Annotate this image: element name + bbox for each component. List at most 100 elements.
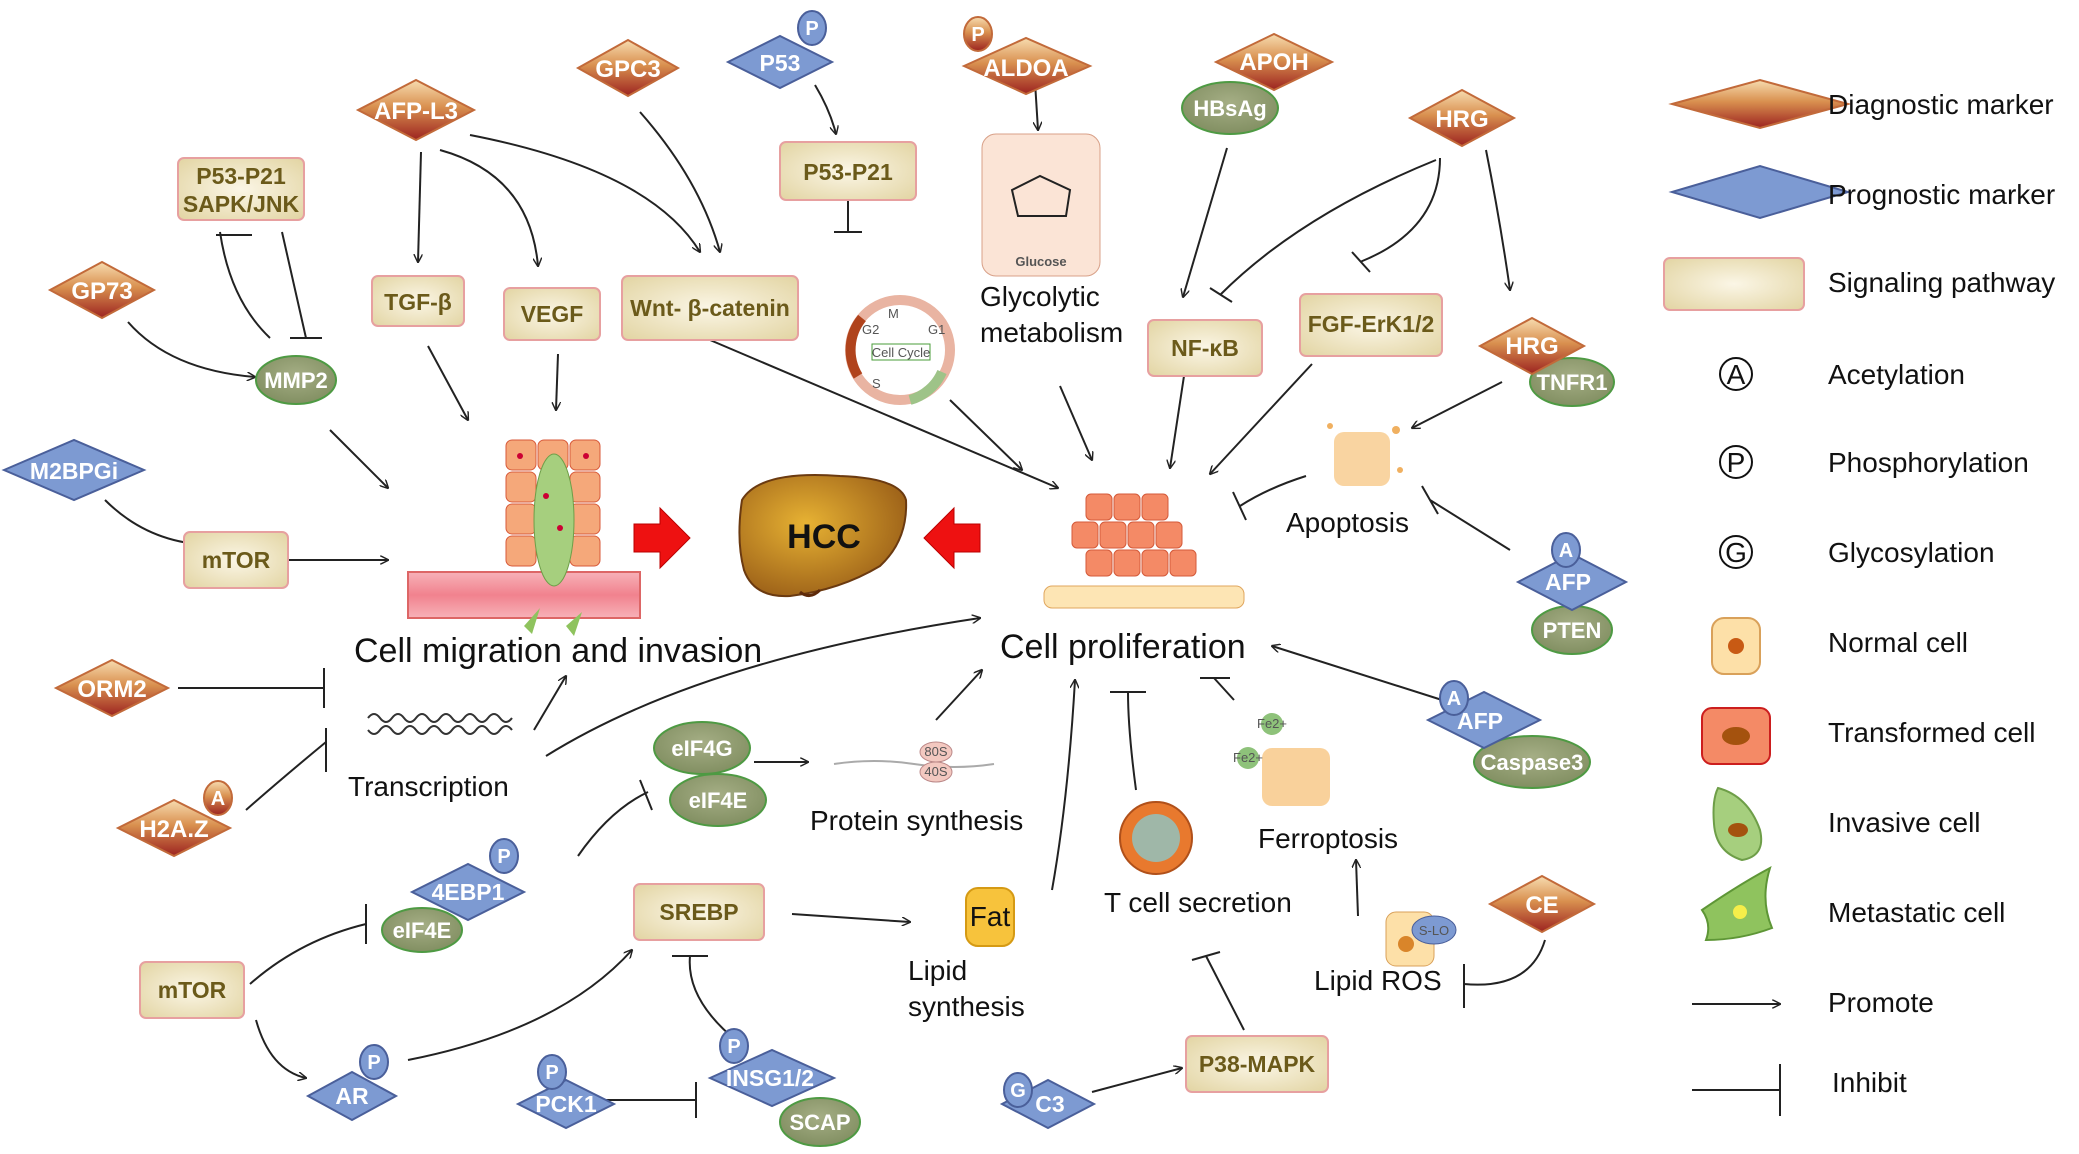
cycle-m: M: [888, 306, 899, 321]
diag-h2az: H2A.Z: [115, 798, 233, 858]
svg-text:HRG: HRG: [1505, 333, 1558, 360]
svg-text:Prognostic marker: Prognostic marker: [1828, 179, 2055, 210]
edge-tnfr1-apop: [1412, 381, 1503, 428]
edge-orm2-mig: [178, 668, 325, 708]
ferroptosis-cell: Fe2+ Fe2+: [1233, 713, 1330, 806]
svg-text:Inhibit: Inhibit: [1832, 1067, 1907, 1098]
ellipse-mmp2: MMP2: [255, 355, 337, 405]
edge-afpcasp-prol: [1272, 646, 1443, 701]
edge-wnt-prol: [709, 339, 1058, 488]
svg-text:SAPK/JNK: SAPK/JNK: [183, 191, 300, 217]
edge-mtor-4ebp1: [249, 904, 367, 985]
svg-text:PTEN: PTEN: [1543, 618, 1602, 643]
glycolytic-line1: Glycolytic: [980, 281, 1100, 312]
edge-cycle-prol: [949, 399, 1022, 470]
ribosome-80s: 80S: [924, 744, 947, 759]
svg-text:AFP: AFP: [1457, 708, 1503, 734]
cycle-s: S: [872, 376, 881, 391]
ellipse-scap: SCAP: [779, 1097, 861, 1147]
diagnostic-markers: AFP-L3 GPC3 ALDOA APOH HRG HRG GP73 ORM: [47, 32, 1597, 934]
prog-ar: AR: [305, 1070, 399, 1122]
edges: [104, 81, 1546, 1118]
edge-hrg-nfkb: [1209, 159, 1437, 303]
svg-text:Transformed cell: Transformed cell: [1828, 717, 2035, 748]
proliferation-cell-cluster: [1043, 493, 1245, 609]
lipid-synthesis-line1: Lipid: [908, 955, 967, 986]
diag-hrg-top: HRG: [1407, 88, 1517, 148]
ribosome: 80S 40S: [833, 741, 995, 783]
cell-migration-label: Cell migration and invasion: [354, 632, 762, 670]
svg-text:P: P: [545, 1062, 558, 1084]
t-cell: [1119, 801, 1193, 875]
svg-text:mTOR: mTOR: [158, 977, 227, 1003]
svg-text:SREBP: SREBP: [659, 899, 738, 925]
edge-hbsag-nfkb: [1183, 147, 1228, 297]
svg-text:ORM2: ORM2: [77, 676, 146, 703]
pathway-srebp: SREBP: [633, 883, 765, 941]
apoptosis-cell: [1327, 423, 1403, 486]
diag-gpc3: GPC3: [575, 38, 681, 98]
cycle-g1: G1: [928, 322, 945, 337]
h2az-acetyl-badge: A: [203, 780, 233, 816]
svg-text:P: P: [497, 846, 510, 868]
ferroptosis-label: Ferroptosis: [1258, 823, 1398, 854]
svg-text:Caspase3: Caspase3: [1481, 750, 1584, 775]
legend: Diagnostic marker Prognostic marker Sign…: [1663, 78, 2055, 1116]
diag-aldoa: ALDOA: [961, 36, 1093, 96]
pathway-tgf-beta: TGF-β: [371, 275, 465, 327]
diag-hrg-lower: HRG: [1477, 316, 1587, 376]
svg-text:Signaling pathway: Signaling pathway: [1828, 267, 2055, 298]
svg-text:GP73: GP73: [71, 278, 132, 305]
glycolytic-line2: metabolism: [980, 317, 1123, 348]
pathway-vegf: VEGF: [503, 287, 601, 341]
edge-tcell-prol: [1110, 691, 1146, 791]
pathway-p38-mapk: P38-MAPK: [1185, 1035, 1329, 1093]
glucose-label: Glucose: [1015, 254, 1066, 269]
edge-ar-srebp: [407, 950, 632, 1061]
fe-ion-1: Fe2+: [1257, 716, 1287, 731]
hcc-liver: HCC: [738, 474, 908, 598]
aldoa-phospho-badge: P: [963, 16, 993, 52]
pathway-mtor-upper: mTOR: [183, 531, 289, 589]
edge-lipid-prol: [1051, 680, 1075, 891]
diag-apoh: APOH: [1213, 32, 1335, 92]
pathway-nf-kb: NF-κB: [1147, 319, 1263, 377]
red-arrow-right: [633, 506, 691, 570]
edge-ros-ferro: [1356, 860, 1358, 917]
pathway-mtor-lower: mTOR: [139, 961, 245, 1019]
lipid-ros-label: Lipid ROS: [1314, 965, 1442, 996]
edge-p53-p5321: [814, 84, 836, 134]
cell-cycle-label: Cell Cycle: [872, 345, 931, 360]
svg-text:APOH: APOH: [1239, 49, 1308, 76]
diag-ce: CE: [1487, 874, 1597, 934]
legend-signaling: Signaling pathway: [1663, 257, 2055, 311]
svg-text:VEGF: VEGF: [521, 301, 584, 327]
apoptosis-label: Apoptosis: [1286, 507, 1409, 538]
legend-invasive-cell: Invasive cell: [1712, 786, 1981, 862]
svg-text:P38-MAPK: P38-MAPK: [1199, 1051, 1316, 1077]
svg-text:P53-P21: P53-P21: [803, 159, 893, 185]
ellipse-eif4g: eIF4G: [653, 721, 751, 775]
cell-cycle: Cell Cycle G2 M G1 S: [845, 295, 955, 405]
svg-text:A: A: [1727, 359, 1746, 390]
tumor-cells: [505, 439, 601, 636]
prog-insg: INSG1/2: [707, 1048, 837, 1108]
legend-diagnostic: Diagnostic marker: [1668, 78, 2054, 130]
svg-text:Glycosylation: Glycosylation: [1828, 537, 1995, 568]
edge-gp73-mmp2: [127, 321, 255, 377]
fe-ion-2: Fe2+: [1233, 750, 1263, 765]
p53-phospho-badge: P: [797, 10, 827, 46]
svg-text:G: G: [1725, 537, 1747, 568]
svg-text:P: P: [971, 24, 984, 46]
afp-acetyl-badge: A: [1551, 532, 1581, 568]
pathway-p53-p21: P53-P21: [779, 141, 917, 201]
svg-text:NF-κB: NF-κB: [1171, 335, 1239, 361]
legend-transformed-cell: Transformed cell: [1701, 707, 2035, 765]
svg-text:Phosphorylation: Phosphorylation: [1828, 447, 2029, 478]
svg-text:Wnt- β-catenin: Wnt- β-catenin: [630, 295, 790, 321]
edge-afpl3-wnt: [469, 134, 700, 252]
edge-4ebp1-eif4e: [577, 779, 653, 857]
cell-proliferation-label: Cell proliferation: [1000, 628, 1246, 666]
transcription-label: Transcription: [348, 771, 509, 802]
lipid-synthesis-line2: synthesis: [908, 991, 1025, 1022]
